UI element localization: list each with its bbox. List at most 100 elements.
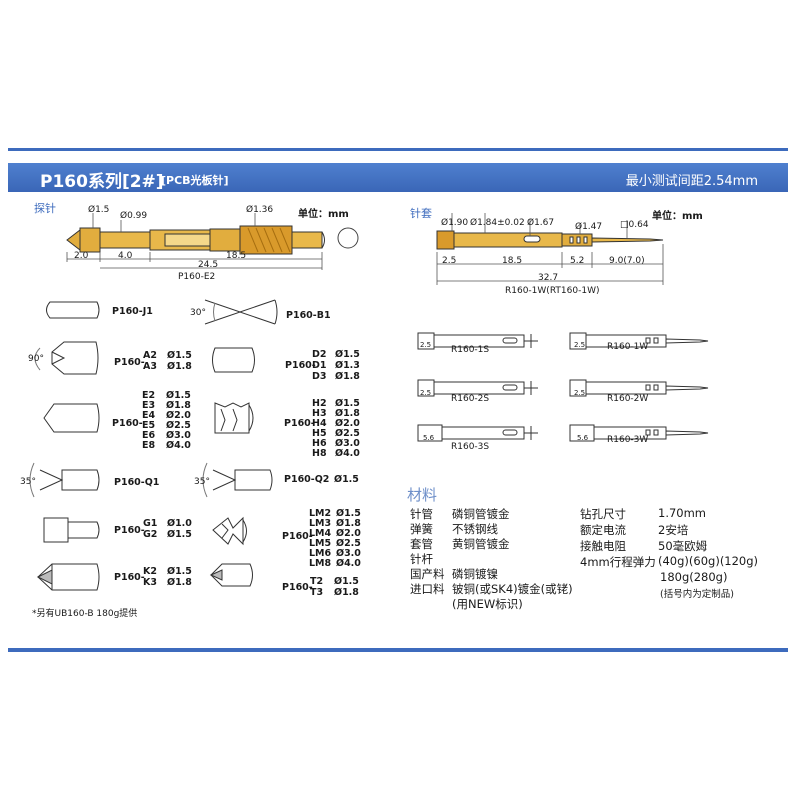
probe-dim-tip: 2.0 — [74, 251, 89, 261]
tip-k-prefix: P160- — [114, 572, 145, 583]
tip-q2-label: P160-Q2 — [284, 474, 330, 485]
tip-k-code-2: K3 — [143, 577, 157, 588]
bottom-rule — [8, 648, 788, 652]
tip-h-code-6: H8 — [312, 448, 327, 459]
receptacle-dim-total: 32.7 — [538, 273, 559, 283]
mat-left-val-5: 磷铜镀镍 — [452, 567, 498, 581]
probe-drawing — [66, 225, 359, 255]
tip-lm-code-6: LM8 — [309, 558, 332, 569]
receptacle-model: R160-1W(RT160-1W) — [505, 286, 600, 296]
mat-left-val-3: 黄铜管镀金 — [452, 537, 510, 551]
min-pitch: 最小测试间距2.54mm — [625, 174, 758, 189]
receptacle-3w — [569, 424, 709, 442]
mat-left-key-6: 进口料 — [410, 582, 445, 596]
tip-e-dia-6: Ø4.0 — [166, 440, 191, 451]
probe-dia-a: Ø1.5 — [88, 205, 110, 215]
mat-force-note: (括号内为定制品) — [660, 589, 734, 600]
mat-right-val-1: 1.70mm — [658, 506, 707, 520]
tip-d-dia-1: Ø1.5 — [335, 349, 360, 360]
tip-h-dia-3: Ø2.0 — [335, 418, 360, 429]
r160-1w-label: R160-1W — [607, 342, 649, 352]
receptacle-dia-a: Ø1.90 — [441, 218, 469, 228]
tip-d-dia-2: Ø1.3 — [335, 360, 360, 371]
tip-lm-code-1: LM2 — [309, 508, 332, 519]
tip-lm-dia-3: Ø2.0 — [336, 528, 361, 539]
r160-3s-dim: 5.6 — [423, 434, 435, 442]
probe-dia-b: Ø0.99 — [120, 211, 148, 221]
tip-b1-label: P160-B1 — [286, 310, 331, 321]
mat-left-key-1: 针管 — [410, 507, 433, 521]
probe-dim-body: 18.5 — [226, 251, 247, 261]
tip-k-dia-2: Ø1.8 — [167, 577, 192, 588]
tip-e-dia-1: Ø1.5 — [166, 390, 191, 401]
probe-dia-c: Ø1.36 — [246, 205, 274, 215]
tip-lm-code-3: LM4 — [309, 528, 332, 539]
tip-lm-prefix: P160- — [282, 531, 313, 542]
tip-h-code-4: H5 — [312, 428, 327, 439]
tip-t-prefix: P160- — [282, 582, 313, 593]
mat-right-val-4: (40g)(60g)(120g) — [658, 554, 759, 568]
tip-e-dia-4: Ø2.5 — [166, 420, 191, 431]
receptacle-2s — [417, 379, 538, 397]
r160-1s-dim: 2.5 — [420, 341, 432, 349]
tip-t-dia-1: Ø1.5 — [334, 576, 359, 587]
tip-h-dia-2: Ø1.8 — [335, 408, 360, 419]
tip-e-dia-3: Ø2.0 — [166, 410, 191, 421]
tip-h-code-1: H2 — [312, 398, 327, 409]
tip-j1 — [46, 301, 100, 319]
r160-1w-dim: 2.5 — [574, 341, 586, 349]
tip-g-prefix: P160- — [114, 525, 145, 536]
series-type: [PCB光板针] — [161, 174, 229, 187]
mat-right-key-4: 4mm行程弹力 — [580, 555, 656, 569]
receptacle-dia-b: Ø1.84±0.02 — [470, 218, 525, 228]
receptacle-section-label: 针套 — [410, 207, 432, 220]
tip-e-code-4: E5 — [142, 420, 156, 431]
tip-e-prefix: P160- — [112, 418, 143, 429]
mat-left-note: (用NEW标识) — [452, 597, 523, 611]
tip-h-prefix: P160- — [284, 418, 315, 429]
tip-g-code-1: G1 — [143, 518, 158, 529]
receptacle-unit: 单位：mm — [652, 211, 703, 222]
receptacle-dim-b: 18.5 — [502, 256, 523, 266]
tip-lm-code-2: LM3 — [309, 518, 332, 529]
r160-2w-label: R160-2W — [607, 394, 649, 404]
tip-lm-code-5: LM6 — [309, 548, 332, 559]
tip-a-dia-2: Ø1.8 — [167, 361, 192, 372]
tip-e — [43, 403, 100, 433]
tip-d-code-1: D2 — [312, 349, 327, 360]
tip-q2-angle: 35° — [194, 477, 210, 487]
tip-lm-dia-4: Ø2.5 — [336, 538, 361, 549]
receptacle-1s — [417, 332, 538, 350]
probe-dim-total: 24.5 — [198, 260, 219, 270]
tip-d-dia-3: Ø1.8 — [335, 371, 360, 382]
tip-lm-dia-5: Ø3.0 — [336, 548, 361, 559]
tip-a-code-2: A3 — [143, 361, 157, 372]
mat-left-val-1: 磷铜管镀金 — [452, 507, 510, 521]
mat-right-key-2: 额定电流 — [580, 523, 626, 537]
r160-3w-dim: 5.6 — [577, 434, 589, 442]
receptacle-2w — [569, 379, 709, 397]
tip-d-code-2: D1 — [312, 360, 327, 371]
receptacle-dia-d: Ø1.47 — [575, 222, 603, 232]
receptacle-dim-a: 2.5 — [442, 256, 457, 266]
tip-h-code-2: H3 — [312, 408, 327, 419]
r160-2s-dim: 2.5 — [420, 389, 432, 397]
tip-h-dia-5: Ø3.0 — [335, 438, 360, 449]
tip-h-code-3: H4 — [312, 418, 327, 429]
tip-t-code-2: T3 — [310, 587, 324, 598]
tip-k — [36, 563, 100, 591]
receptacle-1w — [569, 332, 709, 350]
tip-d-code-3: D3 — [312, 371, 327, 382]
mat-force-2: 180g(280g) — [660, 570, 728, 584]
tip-q1 — [29, 462, 100, 498]
tip-d — [212, 347, 255, 373]
tip-q1-angle: 35° — [20, 477, 36, 487]
tip-a — [34, 341, 99, 375]
tip-g-dia-1: Ø1.0 — [167, 518, 192, 529]
receptacle-dim-d: 9.0(7.0) — [609, 256, 645, 266]
tip-q2 — [202, 462, 273, 498]
tip-e-code-5: E6 — [142, 430, 156, 441]
tip-e-dia-5: Ø3.0 — [166, 430, 191, 441]
tip-h-dia-6: Ø4.0 — [335, 448, 360, 459]
